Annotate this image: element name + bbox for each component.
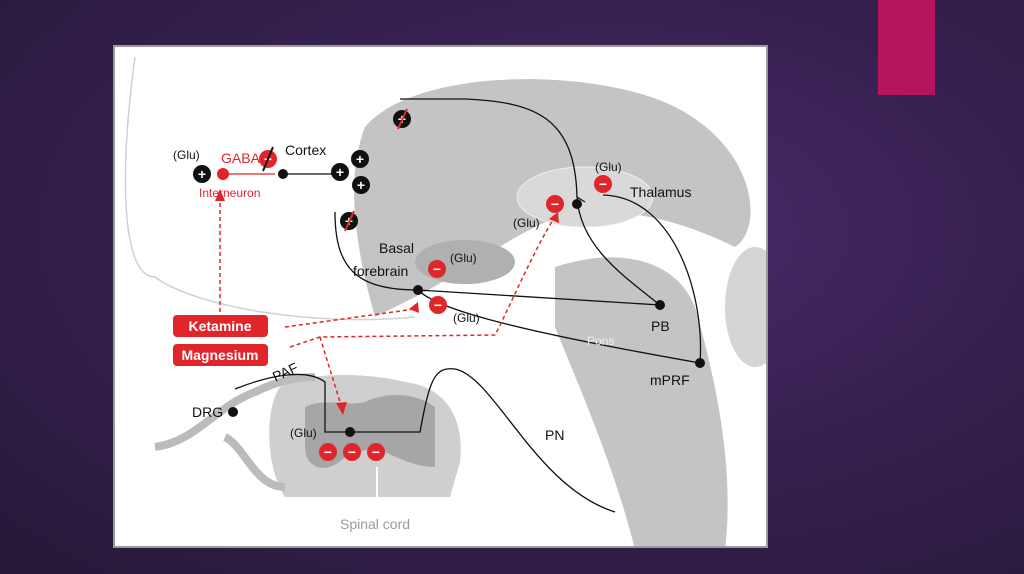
drug-action-paths [219, 197, 556, 403]
brainstem-region [555, 257, 728, 546]
pb-label: PB [651, 318, 670, 334]
glu-label-interneuron: (Glu) [173, 148, 200, 162]
glu-label-forebrain-bottom: (Glu) [453, 311, 480, 325]
mprf-node [695, 358, 705, 368]
svg-text:+: + [356, 151, 364, 167]
basal-label: Basal [379, 240, 414, 256]
mprf-label: mPRF [650, 372, 690, 388]
pb-node [655, 300, 665, 310]
spinal-neuron-node [345, 427, 355, 437]
glu-label-thalamus-left: (Glu) [513, 216, 540, 230]
svg-text:−: − [348, 444, 356, 460]
pons-label: Pons [587, 334, 614, 348]
svg-text:+: + [198, 166, 206, 182]
cortex-neuron-node [278, 169, 288, 179]
svg-text:−: − [372, 444, 380, 460]
minus-signs: − − − − − − − − [259, 146, 612, 461]
diagram-canvas: + + + + + + − − − − − − − − (Glu) GABA I… [124, 56, 766, 546]
ketamine-label: Ketamine [188, 318, 251, 334]
thalamus-label: Thalamus [630, 184, 691, 200]
cortex-label: Cortex [285, 142, 326, 158]
forebrain-label: forebrain [353, 263, 408, 279]
magnesium-badge [173, 344, 268, 366]
plus-signs: + + + + + + [193, 108, 411, 232]
basal-forebrain-node [413, 285, 423, 295]
head-outline [124, 56, 416, 321]
svg-text:−: − [324, 444, 332, 460]
magnesium-label: Magnesium [181, 347, 258, 363]
interneuron-node [217, 168, 229, 180]
interneuron-label: Interneuron [199, 186, 260, 200]
cerebellum-region [725, 247, 766, 367]
svg-text:−: − [434, 297, 442, 313]
thalamus-node [572, 199, 582, 209]
svg-text:−: − [599, 176, 607, 192]
spinal-cord-label: Spinal cord [340, 516, 410, 532]
slide-accent-bar [878, 0, 935, 95]
drg-node [228, 407, 238, 417]
glu-label-thalamus-top: (Glu) [595, 160, 622, 174]
drg-label: DRG [192, 404, 223, 420]
svg-text:+: + [357, 177, 365, 193]
glu-label-spinal: (Glu) [290, 426, 317, 440]
ketamine-badge [173, 315, 268, 337]
pn-label: PN [545, 427, 564, 443]
svg-text:−: − [551, 196, 559, 212]
svg-text:+: + [336, 164, 344, 180]
glu-label-forebrain-top: (Glu) [450, 251, 477, 265]
svg-text:−: − [433, 261, 441, 277]
anesthesia-pathway-diagram: + + + + + + − − − − − − − − (Glu) GABA I… [113, 45, 768, 548]
gaba-label: GABA [221, 150, 261, 166]
dorsal-root-nerve [154, 373, 316, 451]
